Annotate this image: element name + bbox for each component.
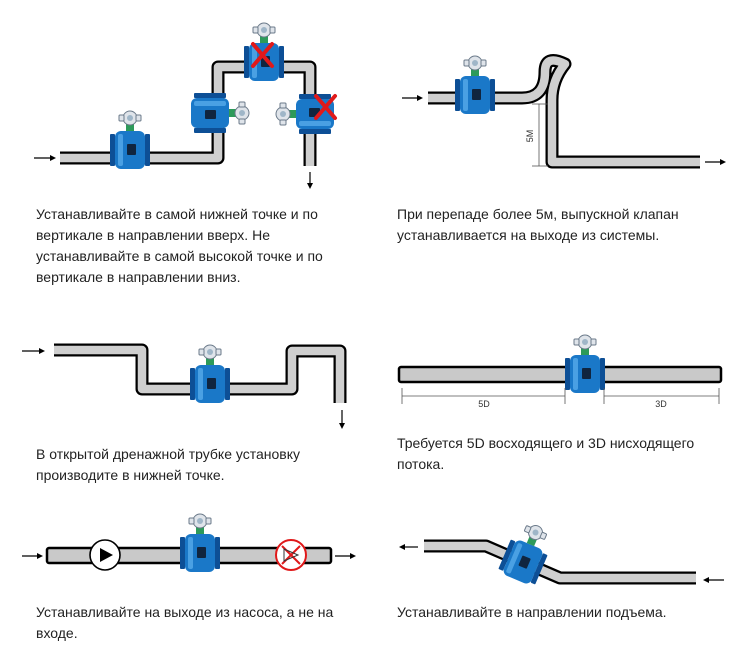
upstream-dimension: 5D: [401, 388, 566, 409]
pump-icon: [89, 539, 121, 571]
flow-arrow-icon: [399, 544, 418, 550]
downstream-dimension: 3D: [603, 388, 720, 409]
x-mark-icon: [314, 94, 337, 120]
x-mark-icon: [251, 42, 274, 68]
flowmeter-icon: [179, 513, 221, 573]
caption-height-drop: При перепаде более 5м, выпускной клапан …: [397, 206, 679, 243]
flow-arrow-icon: [22, 348, 45, 354]
valve-icon: [275, 539, 307, 571]
height-dimension: 5M: [525, 103, 548, 167]
flowmeter-icon: [189, 344, 231, 404]
flow-arrow-icon: [703, 577, 724, 583]
caption-upward-direction: Устанавливайте в направлении подъема.: [397, 604, 667, 620]
panel-pump-outlet: [22, 513, 356, 573]
flow-arrow-icon: [34, 155, 56, 161]
flow-arrow-icon: [22, 553, 43, 559]
flow-arrow-icon: [402, 95, 423, 101]
caption-pump-outlet: Устанавливайте на выходе из насоса, а не…: [36, 604, 334, 641]
flow-arrow-icon: [705, 159, 726, 165]
flowmeter-icon: [275, 93, 335, 135]
flow-arrow-icon: [339, 410, 345, 429]
flow-arrow-icon: [307, 172, 313, 189]
flowmeter-icon: [564, 334, 606, 394]
panel-upward-direction: [399, 517, 724, 588]
upstream-label: 5D: [478, 399, 490, 409]
caption-straight-run: Требуется 5D восходящего и 3D нисходящег…: [397, 435, 695, 472]
downstream-label: 3D: [655, 399, 667, 409]
panel-straight-run: 5D 3D: [397, 334, 723, 409]
caption-lowest-point: Устанавливайте в самой нижней точке и по…: [36, 206, 323, 285]
flowmeter-icon: [190, 92, 250, 134]
flowmeter-icon: [454, 55, 496, 115]
caption-open-drain: В открытой дренажной трубке установку пр…: [36, 446, 300, 483]
height-label: 5M: [525, 130, 535, 143]
panel-lowest-point: [34, 22, 337, 189]
panel-height-drop: 5M: [402, 53, 726, 169]
panel-open-drain: [22, 343, 347, 429]
flowmeter-icon: [109, 110, 151, 170]
flow-arrow-icon: [335, 553, 356, 559]
